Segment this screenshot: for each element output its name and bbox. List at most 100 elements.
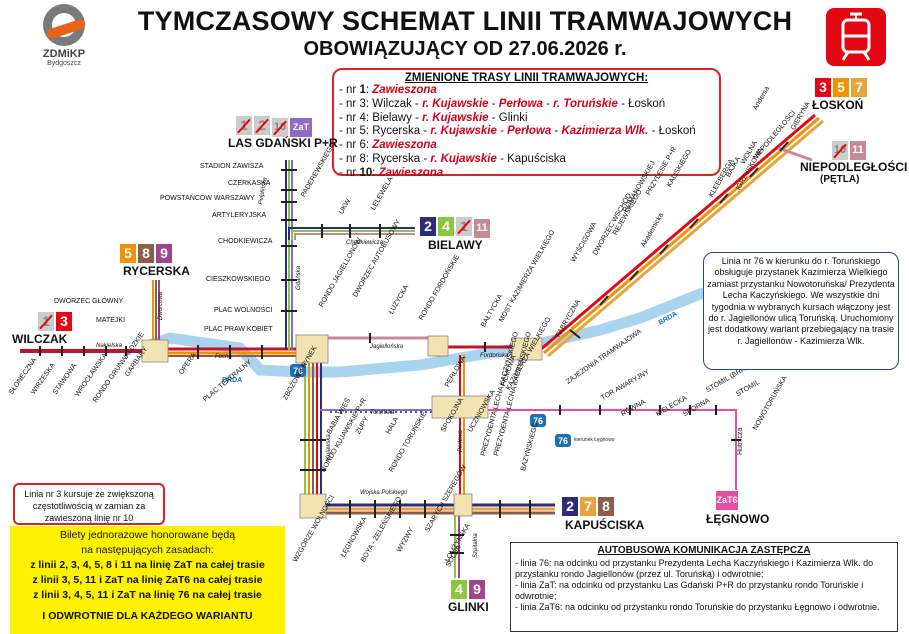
stop-label: Perłowa [458, 430, 464, 452]
stop-label: PLAC WOLNOŚCI [214, 307, 273, 314]
route-segment: r. Kujawskie [430, 152, 497, 165]
route-segment: - nr 8: Rycerska - [339, 152, 431, 165]
ticket-rules-line2: na następujących zasadach: [81, 544, 214, 556]
replacement-item: - linia 76: na odcinku od przystanku Pre… [515, 558, 874, 579]
stop-label: CZERKASKA [228, 180, 271, 187]
line-76-badge-label: 76 [293, 366, 303, 376]
route-segment: - nr 4: Bielawy - [339, 111, 423, 124]
stop-label: Fordońska [480, 353, 509, 359]
route-segment: 10 [359, 166, 373, 179]
line-niepodleglosci-11 [777, 146, 813, 162]
line-76-direction: kierunek Łęgnowo [574, 437, 615, 443]
tram-icon [826, 8, 886, 66]
route-segment: - nr [339, 166, 360, 179]
line-badge: 1 [456, 217, 472, 236]
route-segment: : [372, 166, 379, 179]
terminal-name: ŁOSKOŃ [812, 98, 864, 112]
line-loskon-3 [539, 113, 816, 352]
line-badge: 2 [562, 497, 578, 516]
stop-label: Szpitalna [473, 533, 479, 558]
line-76-info-box: Linia nr 76 w kierunku do r. Toruńskiego… [703, 252, 899, 370]
route-segment: - [488, 97, 499, 110]
changed-routes-box: ZMIENIONE TRASY LINII TRAMWAJOWYCH: - nr… [332, 68, 721, 179]
route-segment: : [365, 84, 373, 96]
line-3-note: Linia nr 3 kursuje ze zwiększoną częstot… [13, 483, 165, 525]
terminal-name: ŁĘGNOWO [706, 512, 770, 526]
line-76-badge-2-label: 76 [533, 416, 543, 426]
logo-name: ZDMiKP [42, 48, 86, 60]
changed-route-line: - nr 4: Bielawy - r. Kujawskie - Glinki [334, 112, 719, 126]
line-badge: 9 [156, 244, 172, 263]
ticket-rules-line1: Bilety jednorazowe honorowane będą [59, 529, 236, 541]
stop-label: Focha [215, 354, 232, 360]
route-segment: - Łoskoń [648, 125, 696, 138]
route-segment: r. Toruńskie [553, 97, 618, 110]
logo-city: Bydgoszcz [47, 60, 81, 67]
line-badge: 5 [120, 244, 136, 263]
route-segment: - Kapuściska [496, 152, 566, 165]
line-76-badge-2 [530, 414, 546, 427]
terminal-line-badges: ZaT6 [716, 490, 740, 510]
line-badge: 5 [833, 78, 849, 97]
terminal-name: RYCERSKA [123, 264, 190, 278]
stop-label: CHODKIEWICZA [218, 238, 273, 245]
terminal-name: GLINKI [448, 600, 489, 614]
replacement-item: - linia ZaT: na odcinku od przystanku La… [515, 580, 864, 601]
line-76-badge-3 [555, 434, 571, 447]
hub-perlowa [431, 395, 489, 419]
stop-markers [39, 141, 789, 554]
route-segment: - Łoskoń [617, 97, 666, 110]
line-bielawy-2 [288, 227, 415, 240]
route-segment: r. Kujawskie [422, 97, 489, 110]
changed-route-line: - nr 5: Rycerska - r. Kujawskie - Perłow… [334, 125, 719, 139]
replacement-item: - linia ZaT6: na odcinku od przystanku r… [515, 602, 880, 612]
line-76-badge-3-label: 76 [558, 436, 568, 446]
line-badge: 3 [56, 312, 72, 331]
line-badge: 2 [420, 217, 436, 236]
line-badge: 2 [254, 116, 270, 135]
route-segment: Kazimierza Wlk. [561, 125, 649, 138]
line-badge: 10 [832, 141, 848, 160]
line-badge: 3 [815, 78, 831, 97]
stop-label: Gdańska [296, 265, 302, 290]
hub-most-kazimierza [511, 337, 543, 361]
route-segment: - nr [339, 84, 360, 96]
route-segment: Zawieszona [372, 84, 437, 96]
changed-route-line: - nr 6: Zawieszona [334, 139, 719, 153]
zdmikp-logo: ZDMiKP Bydgoszcz [32, 4, 96, 74]
line-badge: 8 [138, 244, 154, 263]
line-badge: 4 [451, 580, 467, 599]
route-segment: Zawieszona [378, 166, 444, 179]
changed-routes-list: - nr 1: Zawieszona - nr 3: Wilczak - r. K… [334, 84, 719, 181]
route-segment: - nr 5: Rycerska - [339, 125, 431, 138]
line-badge: 7 [851, 78, 867, 97]
line-bielawy-4 [291, 230, 415, 240]
stop-label: STADION ZAWISZA [200, 163, 264, 170]
line-badge: 10 [272, 118, 288, 137]
stop-label: Hutnicza [737, 427, 744, 455]
line-badge: ZaT [290, 118, 312, 137]
route-segment: - nr 6: [339, 139, 373, 152]
stop-label: DWORZEC GŁÓWNY [54, 298, 124, 305]
route-segment: 1 [359, 84, 366, 96]
ticket-rules-box: Bilety jednorazowe honorowane będą na na… [10, 526, 285, 634]
ticket-rule-4: I ODWROTNIE DLA KAŻDEGO WARIANTU [42, 610, 253, 622]
stop-label: PLAC PRAW KOBIET [204, 326, 273, 333]
changed-route-line: - nr 3: Wilczak - r. Kujawskie - Perłowa… [334, 98, 719, 112]
line-badge: ZaT6 [716, 491, 738, 510]
replacement-bus-box: AUTOBUSOWA KOMUNIKACJA ZASTĘPCZA - linia… [510, 542, 898, 632]
line-badge: 1 [236, 116, 252, 135]
route-segment: - Glinki [488, 111, 528, 124]
stop-label: CIESZKOWSKIEGO [206, 276, 271, 283]
line-badge: 1 [38, 312, 54, 331]
ticket-rule-3: z linii 3, 4, 5, 11 i ZaT na linię 76 na… [33, 589, 262, 601]
line-loskon-7 [547, 119, 824, 358]
page-subtitle: OBOWIĄZUJĄCY OD 27.06.2026 r. [303, 38, 627, 60]
replacement-heading: AUTOBUSOWA KOMUNIKACJA ZASTĘPCZA [597, 545, 811, 556]
